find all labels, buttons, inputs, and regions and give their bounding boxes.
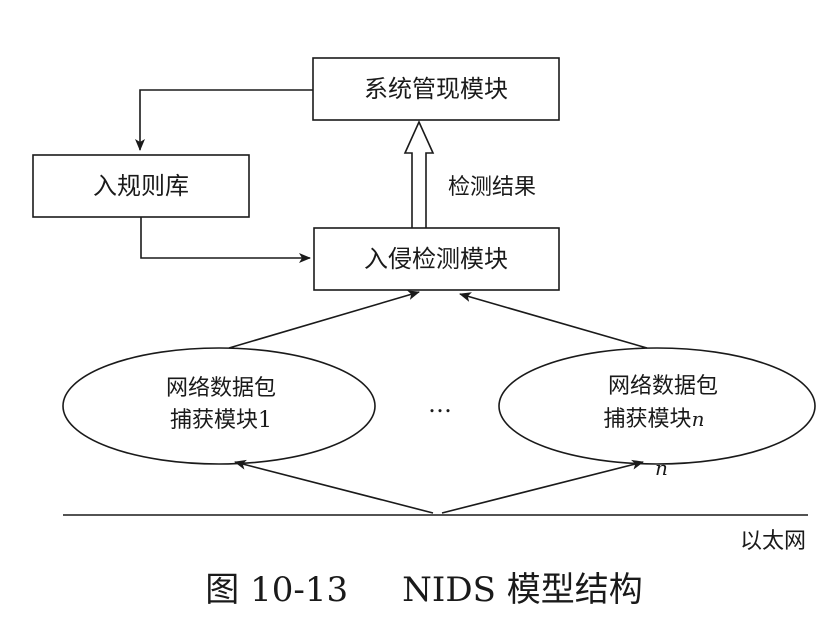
capture-module-n-line2-text: 捕获模块 (604, 407, 692, 432)
intrusion-detection-box: 入侵检测模块 (313, 227, 560, 291)
system-management-label: 系统管现模块 (364, 75, 508, 103)
detection-result-label: 检测结果 (448, 175, 536, 200)
modulen-to-detection-arrow (459, 292, 648, 349)
capture-module-n-line1: 网络数据包 (608, 374, 718, 399)
module1-to-detection-arrow (228, 290, 420, 349)
n-marker: n (655, 456, 668, 480)
mgmt-to-rulebase-arrow (135, 89, 313, 151)
rule-base-box: 入规则库 (32, 154, 250, 218)
detection-result-hollow-arrow (403, 120, 435, 228)
capture-module-n-line2: 捕获模块n (604, 407, 705, 432)
capture-module-1-line1: 网络数据包 (166, 376, 276, 401)
capture-module-1-line2: 捕获模块1 (170, 408, 272, 433)
rulebase-to-detection-arrow (140, 217, 311, 263)
capture-module-1: 网络数据包 捕获模块1 (62, 347, 376, 465)
rule-base-label: 入规则库 (93, 172, 189, 200)
ethernet-to-modulen-arrow (441, 459, 644, 514)
modules-ellipsis: … (428, 390, 452, 418)
capture-module-n-italic: n (692, 407, 705, 431)
ethernet-to-module1-arrow (234, 459, 434, 514)
capture-module-n: 网络数据包 捕获模块n (498, 347, 816, 465)
ethernet-label: 以太网 (740, 529, 806, 554)
system-management-box: 系统管现模块 (312, 57, 560, 121)
intrusion-detection-label: 入侵检测模块 (364, 245, 508, 273)
figure-caption: 图 10-13 NIDS 模型结构 (205, 570, 642, 610)
